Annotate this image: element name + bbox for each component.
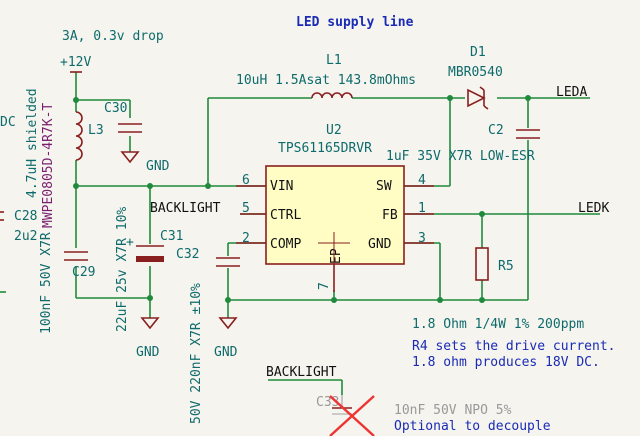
capacitor-c33-dnp: C33 10nF 50V NPO 5% Optional to decouple [316, 395, 551, 436]
svg-text:R5: R5 [498, 259, 514, 274]
svg-text:22uF 25v X7R 10%: 22uF 25v X7R 10% [115, 207, 130, 332]
svg-text:1.8 Ohm 1/4W 1% 200ppm: 1.8 Ohm 1/4W 1% 200ppm [412, 317, 584, 332]
svg-text:+: + [126, 235, 134, 250]
net-ledk: LEDK [578, 201, 609, 216]
svg-text:1: 1 [418, 201, 426, 216]
svg-text:10uH 1.5Asat 143.8mOhms: 10uH 1.5Asat 143.8mOhms [236, 73, 416, 88]
svg-text:+12V: +12V [60, 55, 91, 70]
capacitor-c31: + C31 22uF 25v X7R 10% GND [115, 207, 183, 360]
svg-text:6: 6 [242, 173, 250, 188]
svg-text:C28: C28 [14, 209, 37, 224]
svg-text:1uF 35V X7R LOW-ESR: 1uF 35V X7R LOW-ESR [386, 149, 535, 164]
svg-text:C30: C30 [104, 101, 127, 116]
svg-text:2: 2 [242, 231, 250, 246]
net-backlight-2: BACKLIGHT [266, 365, 337, 380]
svg-text:5: 5 [242, 201, 250, 216]
svg-text:MBR0540: MBR0540 [448, 65, 503, 80]
svg-text:100nF 50V X7R: 100nF 50V X7R [39, 232, 54, 334]
svg-text:GND: GND [214, 345, 238, 360]
power-12v: +12V [60, 55, 91, 73]
svg-text:2u2: 2u2 [14, 229, 37, 244]
svg-text:Optional to decouple: Optional to decouple [394, 419, 551, 434]
net-leda: LEDA [556, 85, 587, 100]
inductor-l1: L1 10uH 1.5Asat 143.8mOhms [236, 53, 416, 99]
svg-text:C31: C31 [160, 229, 183, 244]
svg-text:L1: L1 [326, 53, 342, 68]
svg-text:10nF 50V NPO 5%: 10nF 50V NPO 5% [394, 403, 512, 418]
svg-text:7: 7 [317, 282, 332, 290]
svg-text:4.7uH shielded: 4.7uH shielded [25, 88, 40, 198]
svg-text:L3: L3 [88, 123, 104, 138]
svg-text:D1: D1 [470, 45, 486, 60]
dc-label: DC [0, 115, 16, 130]
svg-text:3: 3 [418, 231, 426, 246]
svg-text:GND: GND [136, 345, 160, 360]
svg-text:CTRL: CTRL [270, 208, 301, 223]
svg-text:4: 4 [418, 173, 426, 188]
svg-text:C2: C2 [488, 123, 504, 138]
inductor-l3: L3 MWPE0805D-4R7K-T 4.7uH shielded [25, 88, 104, 228]
svg-text:GND: GND [146, 159, 170, 174]
svg-text:GND: GND [368, 237, 392, 252]
svg-text:MWPE0805D-4R7K-T: MWPE0805D-4R7K-T [41, 103, 56, 228]
resistor-r5: R5 1.8 Ohm 1/4W 1% 200ppm [412, 247, 584, 332]
svg-text:VIN: VIN [270, 179, 293, 194]
ic-u2: U2 TPS61165DRVR VIN CTRL COMP SW FB GND … [236, 123, 434, 292]
sheet-title: LED supply line [296, 15, 414, 30]
capacitor-c29: C29 100nF 50V X7R [39, 232, 95, 334]
svg-text:U2: U2 [326, 123, 342, 138]
svg-text:C32: C32 [176, 247, 199, 262]
current-note: 3A, 0.3v drop [62, 29, 164, 44]
svg-text:COMP: COMP [270, 237, 301, 252]
capacitor-c30: C30 GND [104, 101, 170, 174]
svg-text:EP: EP [329, 248, 344, 264]
capacitor-c32: C32 50V 220nF X7R ±10% GND [176, 247, 240, 424]
svg-text:SW: SW [376, 179, 392, 194]
wires [0, 72, 600, 395]
capacitor-c2: C2 1uF 35V X7R LOW-ESR [386, 123, 540, 164]
junctions [73, 95, 531, 303]
net-backlight: BACKLIGHT [150, 201, 221, 216]
diode-d1: D1 MBR0540 [448, 45, 503, 110]
svg-text:TPS61165DRVR: TPS61165DRVR [278, 141, 372, 156]
note-line-1: R4 sets the drive current. [412, 339, 616, 354]
svg-text:C29: C29 [72, 265, 95, 280]
svg-text:50V 220nF X7R ±10%: 50V 220nF X7R ±10% [189, 283, 204, 424]
svg-text:FB: FB [382, 208, 398, 223]
note-line-2: 1.8 ohm produces 18V DC. [412, 355, 600, 370]
capacitor-c28: C28 2u2 [0, 209, 37, 244]
